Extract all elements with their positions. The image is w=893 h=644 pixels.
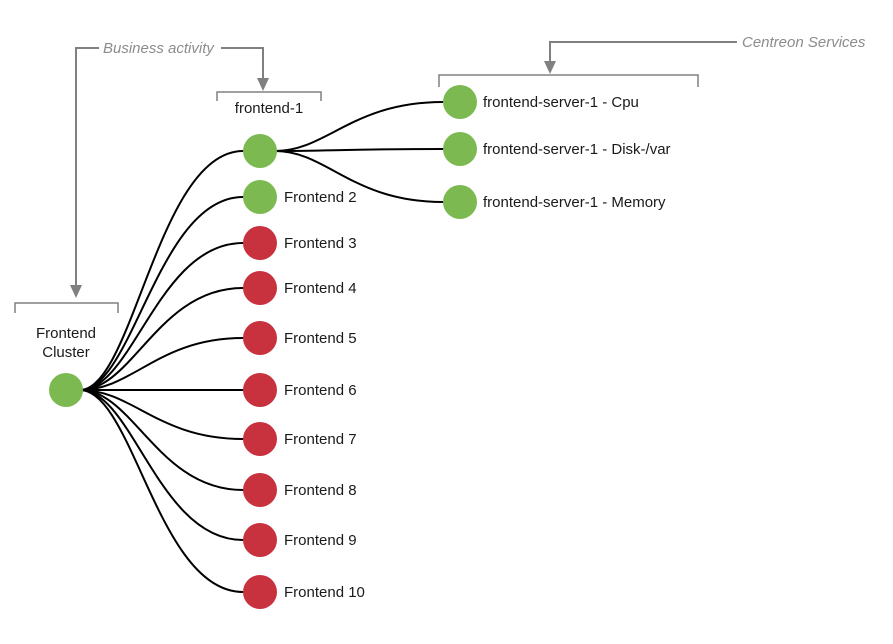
bracket-services: [438, 74, 699, 87]
host-label: Frontend 10: [284, 584, 365, 601]
centreon-services-connector: [544, 41, 737, 74]
bracket-frontend-cluster: [14, 302, 119, 313]
node-frontend-1[interactable]: [243, 134, 277, 168]
host-label: Frontend 5: [284, 330, 357, 347]
arrow-down-icon: [257, 78, 269, 91]
arrow-down-icon: [544, 61, 556, 74]
edge-root-frontend-5: [79, 337, 244, 391]
host-label: Frontend 9: [284, 532, 357, 549]
nodes: [49, 85, 477, 609]
arrow-down-icon: [70, 285, 82, 298]
node-frontend-9[interactable]: [243, 523, 277, 557]
root-label-line1: Frontend: [36, 325, 96, 342]
node-frontend-10[interactable]: [243, 575, 277, 609]
service-label: frontend-server-1 - Disk-/var: [483, 141, 671, 158]
host-label: Frontend 8: [284, 482, 357, 499]
edge-root-frontend-8: [79, 389, 244, 491]
root-edges: [79, 150, 244, 593]
node-frontend-5[interactable]: [243, 321, 277, 355]
host-label: Frontend 3: [284, 235, 357, 252]
node-service-cpu[interactable]: [443, 85, 477, 119]
frontend-1-label: frontend-1: [235, 100, 303, 117]
edge-root-frontend-4: [79, 287, 244, 391]
root-label-line2: Cluster: [42, 344, 90, 361]
node-frontend-6[interactable]: [243, 373, 277, 407]
node-frontend-4[interactable]: [243, 271, 277, 305]
node-frontend-cluster[interactable]: [49, 373, 83, 407]
business-activity-label: Business activity: [103, 40, 215, 57]
host-label: Frontend 7: [284, 431, 357, 448]
host-label: Frontend 2: [284, 189, 357, 206]
business-activity-connectors: [70, 47, 269, 298]
edge-root-frontend-7: [79, 389, 244, 440]
host-label: Frontend 4: [284, 280, 357, 297]
node-frontend-8[interactable]: [243, 473, 277, 507]
edge-frontend1-cpu: [274, 101, 444, 152]
centreon-services-line: [549, 41, 737, 61]
service-edges: [274, 101, 444, 203]
node-frontend-7[interactable]: [243, 422, 277, 456]
edge-root-frontend-10: [79, 389, 244, 593]
host-label: Frontend 6: [284, 382, 357, 399]
edge-root-frontend-2: [79, 196, 244, 391]
edge-root-frontend-9: [79, 389, 244, 541]
service-label: frontend-server-1 - Cpu: [483, 94, 639, 111]
business-activity-line-left: [75, 47, 99, 285]
edge-frontend1-memory: [274, 150, 444, 203]
service-label: frontend-server-1 - Memory: [483, 194, 666, 211]
bracket-frontend-1: [216, 91, 322, 101]
edge-root-frontend-3: [79, 242, 244, 391]
centreon-services-label: Centreon Services: [742, 34, 866, 51]
node-frontend-3[interactable]: [243, 226, 277, 260]
business-activity-line-right: [221, 47, 264, 78]
node-frontend-2[interactable]: [243, 180, 277, 214]
node-service-memory[interactable]: [443, 185, 477, 219]
edge-frontend1-disk: [274, 148, 444, 152]
node-service-disk[interactable]: [443, 132, 477, 166]
edge-root-frontend-1: [79, 150, 244, 391]
